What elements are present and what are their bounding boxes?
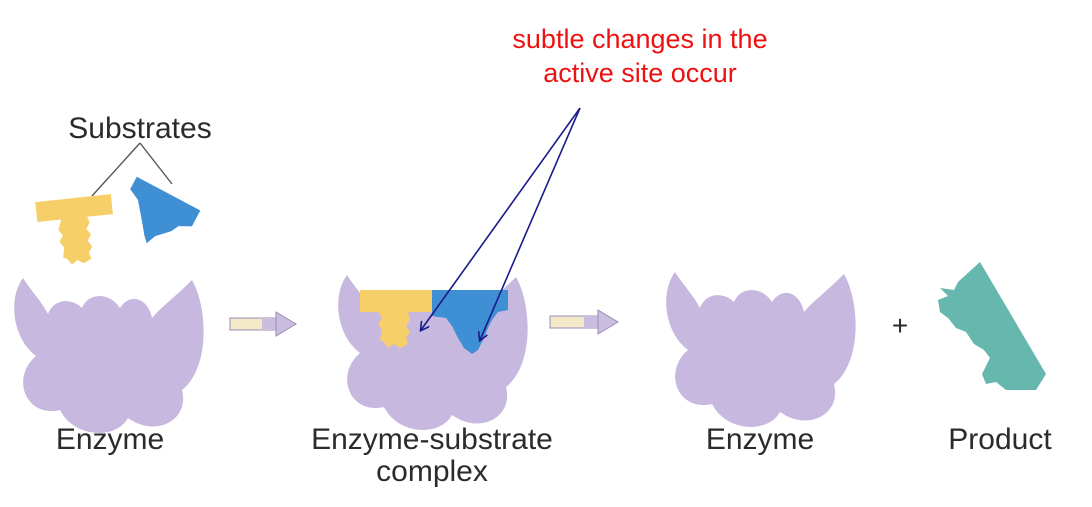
- process-arrow-1: [229, 311, 297, 337]
- enzyme-label-2: Enzyme: [705, 423, 815, 456]
- substrates-leader-left: [91, 142, 141, 197]
- product-label: Product: [948, 423, 1052, 456]
- enzyme-shape-2: [666, 272, 856, 427]
- enzyme-substrate-complex: [338, 275, 528, 430]
- annotation-line-2: active site occur: [543, 58, 737, 88]
- substrate-yellow: [35, 194, 118, 268]
- complex-substrate-yellow: [360, 290, 432, 348]
- substrate-blue: [111, 176, 201, 259]
- annotation-text: subtle changes in the active site occur: [450, 22, 830, 90]
- complex-label-line-1: Enzyme-substrate: [311, 423, 553, 456]
- annotation-arrow-right: [480, 107, 581, 340]
- complex-label-line-2: complex: [376, 455, 488, 488]
- annotation-arrow-left: [421, 107, 581, 330]
- product-shape: [938, 262, 1046, 390]
- substrates-leader-right: [139, 142, 173, 185]
- enzyme-label-1: Enzyme: [55, 423, 165, 456]
- plus-sign: +: [891, 310, 909, 341]
- annotation-line-1: subtle changes in the: [512, 24, 768, 54]
- enzyme-shape-1: [14, 278, 204, 433]
- complex-substrate-blue: [432, 290, 508, 354]
- process-arrow-2: [549, 309, 619, 335]
- substrates-label: Substrates: [68, 112, 212, 145]
